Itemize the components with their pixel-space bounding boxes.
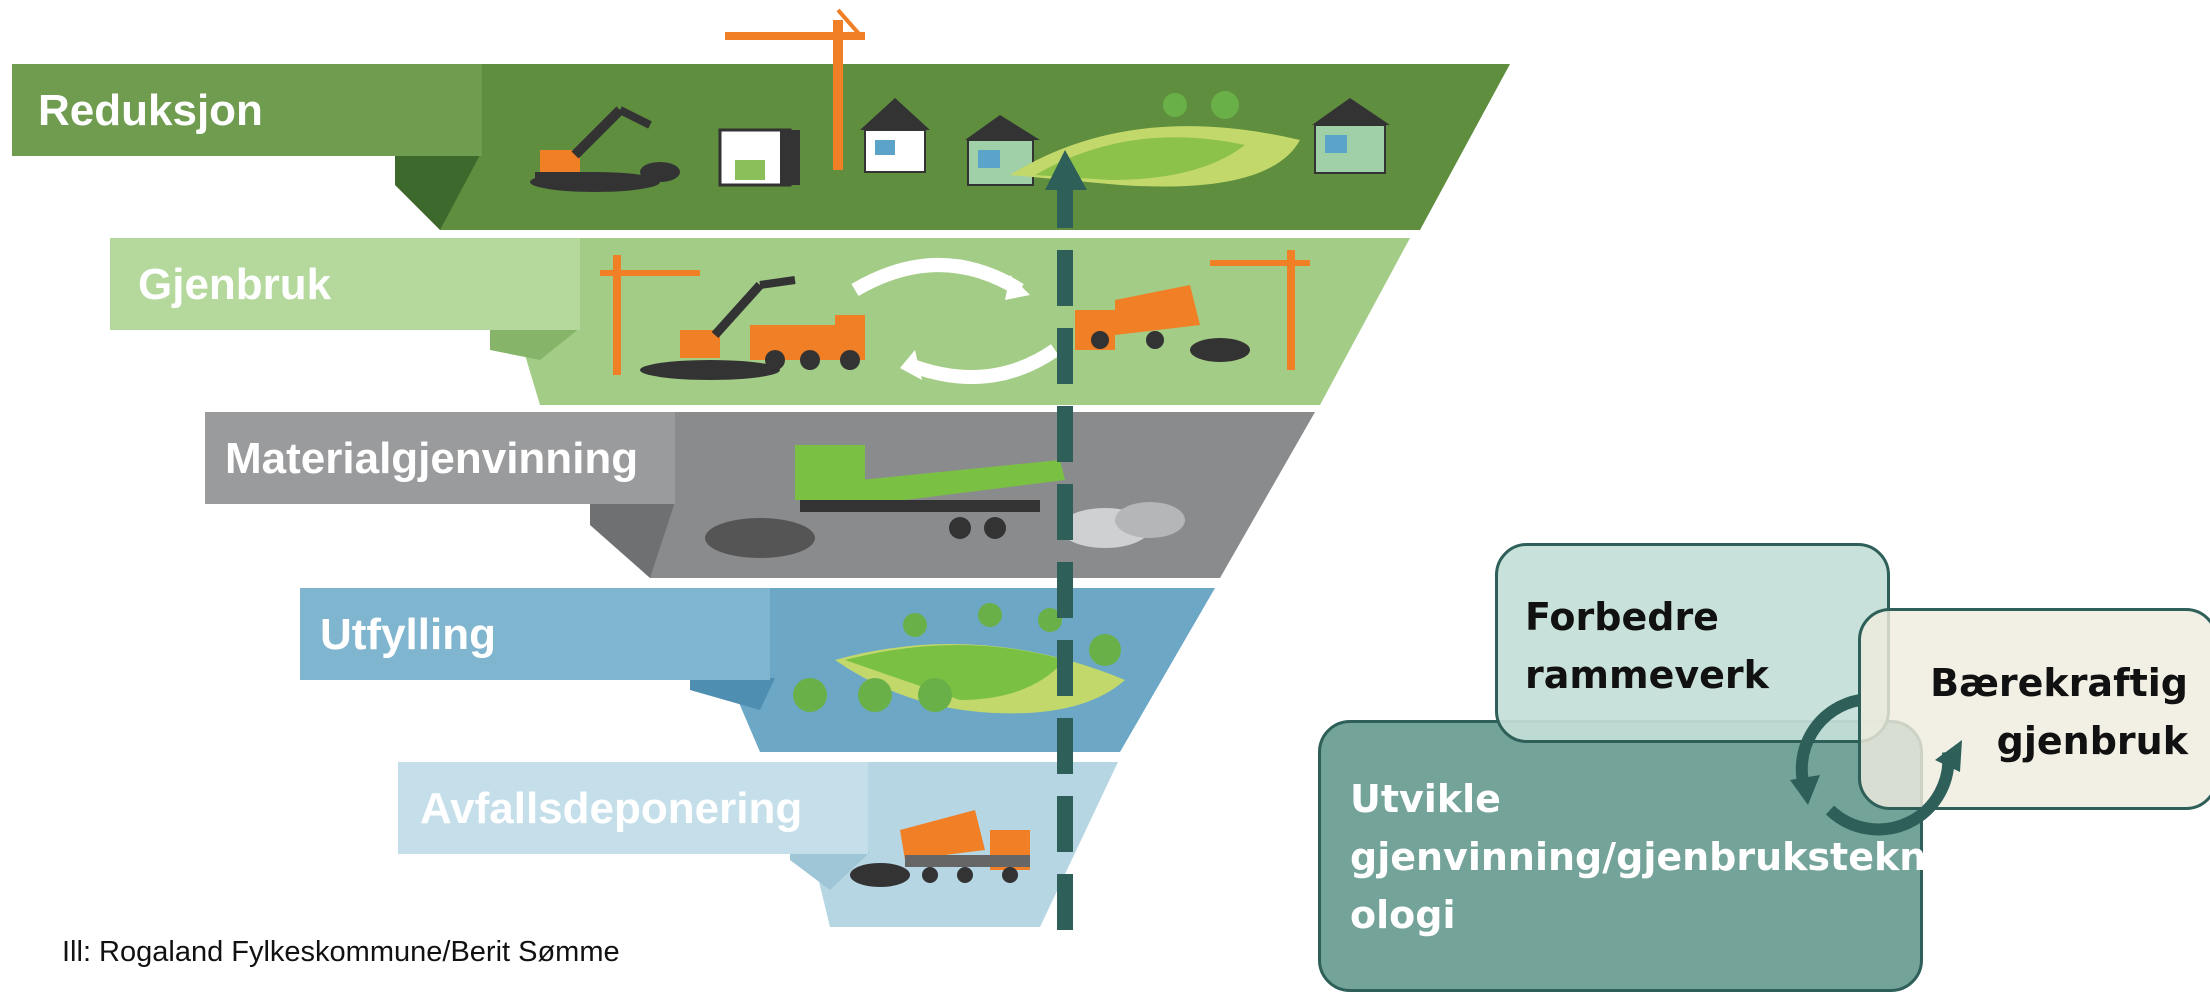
improve-box <box>1495 543 1890 743</box>
excavator-icon <box>530 106 680 192</box>
dump-truck-icon <box>850 810 1030 887</box>
illustration-credit: Ill: Rogaland Fylkeskommune/Berit Sømme <box>62 936 620 968</box>
layer-label-gjenbruk: Gjenbruk <box>138 260 332 309</box>
layer-label-avfallsdeponering: Avfallsdeponering <box>420 784 803 833</box>
layer-label-utfylling: Utfylling <box>320 610 496 659</box>
house-icon <box>1312 98 1390 174</box>
upward-arrow <box>1045 150 1087 930</box>
house-icon <box>965 115 1040 186</box>
improve-text-line-1: Forbedre <box>1525 595 1719 639</box>
excavator-icon <box>640 276 796 380</box>
layer-gjenbruk <box>110 238 1410 405</box>
green-hill-icon <box>1010 91 1300 187</box>
develop-text-line-1: Utvikle <box>1350 777 1501 821</box>
dump-truck-icon <box>750 315 865 370</box>
island-icon <box>835 644 1125 714</box>
layer-utfylling <box>300 588 1215 752</box>
dump-truck-icon <box>1075 285 1250 362</box>
crane-icon <box>1210 250 1310 370</box>
improve-text-line-2: rammeverk <box>1525 653 1769 697</box>
sustainable-text-line-1: Bærekraftig <box>1930 661 2188 705</box>
recycle-arrows-icon <box>851 258 1059 384</box>
trees-icon <box>793 603 1121 712</box>
layer-reduksjon <box>12 8 1510 230</box>
building-frame-icon <box>718 128 800 187</box>
layer-avfallsdeponering <box>398 762 1118 927</box>
develop-text-line-3: ologi <box>1350 893 1456 937</box>
layer-label-materialgjenvinning: Materialgjenvinning <box>225 434 639 483</box>
develop-text-line-2: gjenvinning/gjenbrukstekn <box>1350 835 1927 879</box>
house-icon <box>860 98 930 173</box>
crusher-machine-icon <box>705 445 1185 558</box>
crane-icon <box>600 255 700 375</box>
layer-materialgjenvinning <box>205 412 1315 578</box>
sustainable-text-line-2: gjenbruk <box>1996 719 2188 763</box>
layer-label-reduksjon: Reduksjon <box>38 86 263 135</box>
crane-icon <box>725 8 865 170</box>
